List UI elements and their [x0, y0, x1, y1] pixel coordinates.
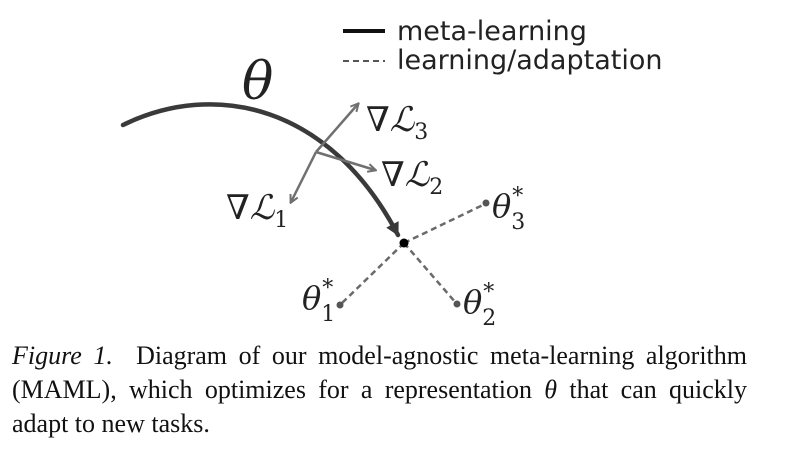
- meta-parameter-point: [399, 238, 409, 248]
- caption-text-part-2: that can quickly adapt to new tasks.: [12, 375, 748, 438]
- meta-learning-path: [120, 102, 401, 238]
- maml-diagram: meta-learning learning/adaptation θ ∇ℒ3 …: [120, 16, 662, 331]
- task-optimum-label-1: θ*1: [302, 276, 335, 327]
- task-optimum-label-2: θ*2: [463, 280, 496, 331]
- gradient-label-3: ∇ℒ3: [366, 100, 428, 145]
- legend-meta-learning-label: meta-learning: [397, 16, 587, 47]
- gradient-arrow-3: [315, 104, 358, 153]
- gradient-arrow-1: [291, 151, 318, 202]
- caption-theta: θ: [544, 375, 558, 404]
- figure-label: Figure 1.: [12, 341, 113, 370]
- adaptation-line-3: [403, 202, 486, 245]
- caption-text-part-1: Diagram of our model-agnostic meta-learn…: [12, 341, 747, 404]
- gradient-label-1: ∇ℒ1: [226, 188, 288, 233]
- task-optimum-label-3: θ*3: [492, 184, 525, 235]
- figure-caption: Figure 1. Diagram of our model-agnostic …: [12, 339, 747, 441]
- adaptation-line-2: [403, 242, 457, 304]
- legend-adaptation-label: learning/adaptation: [397, 45, 662, 76]
- task-optimum-point-1: [336, 301, 344, 309]
- task-optimum-point-3: [482, 199, 490, 207]
- gradient-arrow-2: [315, 150, 375, 170]
- adaptation-line-1: [340, 242, 405, 305]
- theta-label: θ: [242, 52, 273, 112]
- task-optimum-point-2: [453, 300, 461, 308]
- gradient-label-2: ∇ℒ2: [381, 155, 443, 200]
